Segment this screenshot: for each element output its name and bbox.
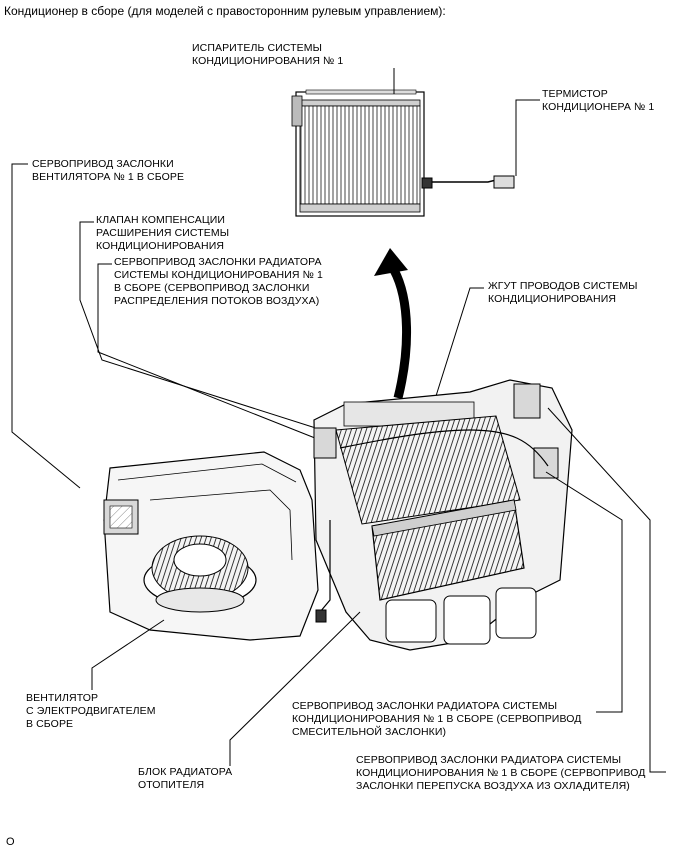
label-evaporator: ИСПАРИТЕЛЬ СИСТЕМЫ КОНДИЦИОНИРОВАНИЯ № 1 (192, 42, 344, 67)
label-distribution-servo: СЕРВОПРИВОД ЗАСЛОНКИ РАДИАТОРА СИСТЕМЫ К… (114, 256, 323, 307)
leader-lines-bottom (91, 407, 666, 773)
label-wire-harness: ЖГУТ ПРОВОДОВ СИСТЕМЫ КОНДИЦИОНИРОВАНИЯ (488, 280, 638, 305)
label-bypass-servo: СЕРВОПРИВОД ЗАСЛОНКИ РАДИАТОРА СИСТЕМЫ К… (356, 754, 646, 792)
label-blower: ВЕНТИЛЯТОР С ЭЛЕКТРОДВИГАТЕЛЕМ В СБОРЕ (26, 692, 156, 730)
page-title: Кондиционер в сборе (для моделей с право… (4, 4, 446, 18)
label-heater-core: БЛОК РАДИАТОРА ОТОПИТЕЛЯ (138, 766, 233, 791)
removal-arrow (374, 248, 411, 400)
leader-lines-top (11, 68, 540, 489)
figure-code: O (6, 836, 15, 848)
label-thermistor: ТЕРМИСТОР КОНДИЦИОНЕРА № 1 (542, 88, 655, 113)
label-mixing-servo: СЕРВОПРИВОД ЗАСЛОНКИ РАДИАТОРА СИСТЕМЫ К… (292, 700, 582, 738)
label-fan-damper-servo: СЕРВОПРИВОД ЗАСЛОНКИ ВЕНТИЛЯТОРА № 1 В С… (32, 158, 185, 183)
ac-housing-drawing (103, 379, 573, 651)
label-expansion-valve: КЛАПАН КОМПЕНСАЦИИ РАСШИРЕНИЯ СИСТЕМЫ КО… (96, 214, 230, 252)
evaporator-drawing (291, 89, 515, 217)
